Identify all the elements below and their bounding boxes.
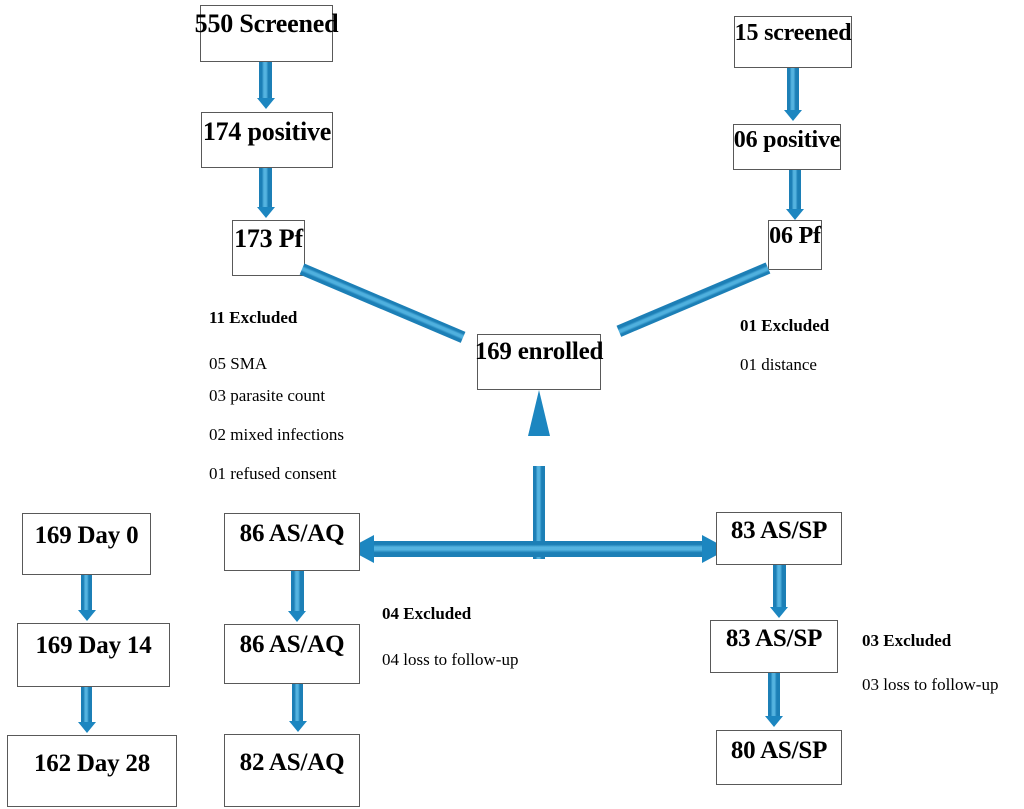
arrowhead-randomisation-stem (528, 390, 550, 436)
node-label: 173 Pf (234, 224, 303, 253)
node-86-asaq-day14[interactable]: 86 AS/AQ (224, 624, 360, 684)
arrow-06positive-to-06pf (789, 170, 801, 210)
node-169-day14[interactable]: 169 Day 14 (17, 623, 170, 687)
left-excluded-reason-2: 02 mixed infections (209, 425, 345, 444)
node-82-asaq-day28[interactable]: 82 AS/AQ (224, 734, 360, 807)
arrowhead-assp-day14-to-day28 (765, 716, 783, 727)
left-excluded-reason-1: 03 parasite count (209, 386, 326, 405)
arrow-15-to-06positive (787, 68, 799, 111)
node-label: 83 AS/SP (725, 625, 823, 652)
node-label: 06 Pf (769, 223, 821, 249)
arrow-assp-day0-to-day14 (773, 565, 786, 608)
node-174-positive[interactable]: 174 positive (201, 112, 333, 168)
arrow-asaq-day14-to-day28 (292, 684, 303, 722)
randomisation-bar (373, 541, 703, 557)
arrowhead-asaq-day14-to-day28 (289, 721, 307, 732)
node-label: 86 AS/AQ (239, 520, 345, 547)
node-label: 83 AS/SP (730, 517, 828, 544)
node-83-assp-day0[interactable]: 83 AS/SP (716, 512, 842, 565)
node-86-asaq-day0[interactable]: 86 AS/AQ (224, 513, 360, 571)
node-label: 15 screened (734, 20, 852, 46)
arrowhead-174-to-173 (256, 207, 275, 218)
left-excluded-reason-0: 05 SMA (209, 354, 268, 373)
node-label: 86 AS/AQ (239, 631, 345, 658)
arrow-550-to-174 (259, 62, 272, 99)
arrow-day14-to-day28 (81, 687, 92, 723)
arrowhead-day0-to-day14 (78, 610, 96, 621)
arrow-day0-to-day14 (81, 575, 92, 611)
node-label: 169 Day 14 (35, 632, 152, 659)
node-label: 169 enrolled (474, 338, 604, 365)
node-label: 82 AS/AQ (239, 749, 345, 776)
arrow-assp-day14-to-day28 (768, 673, 780, 717)
node-label: 06 positive (733, 127, 841, 153)
arrowhead-06positive-to-06pf (786, 209, 804, 220)
node-label: 80 AS/SP (730, 737, 828, 764)
node-label: 550 Screened (194, 9, 339, 38)
node-83-assp-day14[interactable]: 83 AS/SP (710, 620, 838, 673)
right-excluded-reason-0: 01 distance (740, 355, 817, 374)
node-173-pf[interactable]: 173 Pf (232, 220, 305, 276)
arrow-174-to-173 (259, 168, 272, 208)
arrowhead-assp-day0-to-day14 (770, 607, 788, 618)
left-excluded-heading: 11 Excluded (209, 308, 298, 327)
arrowhead-asaq-day0-to-day14 (288, 611, 306, 622)
node-label: 169 Day 0 (34, 522, 139, 549)
node-label: 174 positive (202, 117, 332, 146)
node-169-enrolled[interactable]: 169 enrolled (474, 334, 604, 390)
asaq-excluded-reason-0: 04 loss to follow-up (382, 650, 519, 669)
arrowhead-550-to-174 (256, 98, 275, 109)
node-06-positive[interactable]: 06 positive (733, 124, 841, 170)
node-169-day0[interactable]: 169 Day 0 (22, 513, 151, 575)
node-06-pf[interactable]: 06 Pf (768, 220, 822, 270)
connector-173pf-to-enrolled (299, 263, 466, 343)
arrowhead-15-to-06positive (784, 110, 802, 121)
arrowhead-day14-to-day28 (78, 722, 96, 733)
assp-excluded-heading: 03 Excluded (862, 631, 952, 650)
node-550-screened[interactable]: 550 Screened (195, 5, 339, 62)
node-80-assp-day28[interactable]: 80 AS/SP (716, 730, 842, 785)
assp-excluded-reason-0: 03 loss to follow-up (862, 675, 999, 694)
right-excluded-heading: 01 Excluded (740, 316, 830, 335)
arrow-randomisation-stem (533, 466, 545, 559)
asaq-excluded-heading: 04 Excluded (382, 604, 472, 623)
left-excluded-reason-3: 01 refused consent (209, 464, 337, 483)
node-15-screened[interactable]: 15 screened (734, 16, 852, 68)
node-label: 162 Day 28 (33, 750, 151, 777)
node-162-day28[interactable]: 162 Day 28 (7, 735, 177, 807)
arrow-asaq-day0-to-day14 (291, 571, 304, 612)
